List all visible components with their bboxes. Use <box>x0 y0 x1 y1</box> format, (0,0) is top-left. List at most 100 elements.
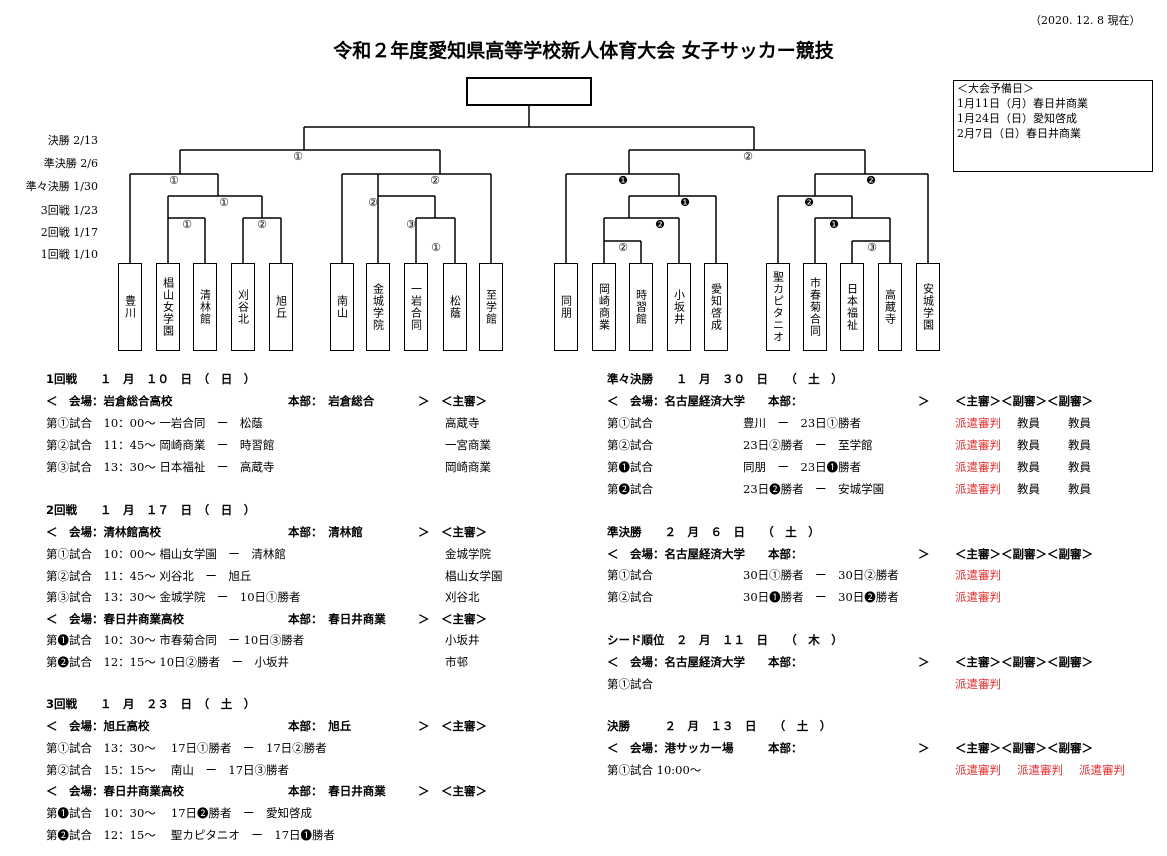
page-title: 令和２年度愛知県高等学校新人体育大会 女子サッカー競技 <box>333 40 834 62</box>
hq-label: 本部： 春日井商業 <box>288 784 386 798</box>
team-name: 刈谷北 <box>236 289 250 325</box>
match-label: 第①試合 <box>607 416 653 430</box>
match-label: 第②試合 <box>607 438 653 452</box>
team-name: 椙山女学園 <box>161 277 175 337</box>
team-box: 日本福祉 <box>840 263 864 351</box>
venue-label: ＜ 会場：名古屋経済大学 本部： <box>607 394 803 408</box>
match-mark: ② <box>368 196 378 209</box>
team-name: 旭丘 <box>274 295 288 319</box>
bracket-line <box>179 149 441 174</box>
bracket-line <box>814 173 929 263</box>
match-mark: ❷ <box>804 196 814 209</box>
quarterfinal-heading: 準々決勝 １ 月 ３０ 日 （ 土 ） <box>607 372 843 386</box>
round1-heading: 1回戦 １ 月 １０ 日 （ 日 ） <box>46 372 256 386</box>
match-mark: ❷ <box>655 218 665 231</box>
referee-main: 派遣審判 <box>955 460 1001 474</box>
team-name: 豊川 <box>123 295 137 319</box>
match-label: 第❷試合 <box>607 482 653 496</box>
venue-label: ＜ 会場：春日井商業高校 <box>46 612 184 626</box>
hq-label: 本部： 春日井商業 <box>288 612 386 626</box>
referee-assistant: 派遣審判 <box>1017 763 1063 777</box>
referee-name: 一宮商業 <box>445 438 491 452</box>
team-box: 金城学院 <box>366 263 390 351</box>
venue-label: ＜ 会場：港サッカー場 本部： <box>607 741 803 755</box>
match-line: 第②試合 11：45～ 刈谷北 ー 旭丘 <box>46 569 252 583</box>
champion-box <box>466 77 592 106</box>
referee-header: ＞ ＜主審＞ <box>418 612 487 626</box>
team-box: 愛知啓成 <box>704 263 728 351</box>
team-box: 椙山女学園 <box>156 263 180 351</box>
referee-main: 派遣審判 <box>955 482 1001 496</box>
match-line: 第❷試合 12：15～ 10日②勝者 ー 小坂井 <box>46 655 290 669</box>
referee-main: 派遣審判 <box>955 590 1001 604</box>
bracket-line <box>851 240 891 263</box>
match-pair: 同朋 ー 23日❶勝者 <box>743 460 862 474</box>
match-line: 第❶試合 10：30～ 17日❷勝者 ー 愛知啓成 <box>46 806 313 820</box>
bracket-line <box>814 217 891 263</box>
match-pair: 豊川 ー 23日①勝者 <box>743 416 862 430</box>
match-mark: ② <box>618 241 628 254</box>
match-pair: 23日②勝者 ー 至学館 <box>743 438 873 452</box>
match-label: 第①試合 <box>607 568 653 582</box>
referee-assistant: 教員 <box>1068 416 1091 430</box>
referee-header: ＜主審＞＜副審＞＜副審＞ <box>955 547 1093 561</box>
team-name: 高蔵寺 <box>883 289 897 325</box>
referee-assistant: 教員 <box>1068 438 1091 452</box>
team-box: 旭丘 <box>269 263 293 351</box>
bracket-line <box>129 173 219 263</box>
match-mark: ❶ <box>680 196 690 209</box>
round-label-round2: 2回戦 1/17 <box>40 226 98 239</box>
bracket-line <box>167 217 206 263</box>
team-name: 松蔭 <box>448 295 462 319</box>
reserve-day: 1月11日（月）春日井商業 <box>957 97 1088 110</box>
match-line: 第②試合 11：45～ 岡崎商業 ー 時習館 <box>46 438 275 452</box>
referee-assistant: 教員 <box>1017 460 1040 474</box>
team-box: 安城学園 <box>916 263 940 351</box>
match-pair: 30日①勝者 ー 30日②勝者 <box>743 568 899 582</box>
team-box: 高蔵寺 <box>878 263 902 351</box>
match-pair: 30日❶勝者 ー 30日❷勝者 <box>743 590 899 604</box>
venue-close: ＞ <box>918 655 930 669</box>
bracket-line <box>167 195 263 218</box>
referee-name: 刈谷北 <box>445 590 480 604</box>
match-pair: 23日❷勝者 ー 安城学園 <box>743 482 885 496</box>
reserve-day: 2月7日（日）春日井商業 <box>957 127 1081 140</box>
referee-header: ＞ ＜主審＞ <box>418 525 487 539</box>
referee-assistant: 教員 <box>1068 460 1091 474</box>
match-line: 第③試合 13：30～ 日本福祉 ー 高蔵寺 <box>46 460 275 474</box>
referee-name: 椙山女学園 <box>445 569 503 583</box>
match-line: 第①試合 10：00～ 一岩合同 ー 松蔭 <box>46 416 263 430</box>
match-line: 第①試合 13：30～ 17日①勝者 ー 17日②勝者 <box>46 741 327 755</box>
tournament-bracket <box>129 106 929 263</box>
round2-heading: 2回戦 １ 月 １７ 日 （ 日 ） <box>46 503 256 517</box>
referee-assistant: 教員 <box>1017 416 1040 430</box>
match-label: 第①試合 10:00～ <box>607 763 702 777</box>
team-name: 小坂井 <box>672 289 686 325</box>
bracket-line <box>603 240 642 263</box>
venue-close: ＞ <box>918 394 930 408</box>
match-mark: ❶ <box>618 174 628 187</box>
bracket-line <box>377 195 436 263</box>
match-mark: ② <box>257 218 267 231</box>
venue-close: ＞ <box>918 547 930 561</box>
hq-label: 本部： 岩倉総合 <box>288 394 375 408</box>
match-line: 第❶試合 10：30～ 市春菊合同 ー 10日③勝者 <box>46 633 305 647</box>
referee-name: 小坂井 <box>445 633 480 647</box>
match-mark: ③ <box>867 241 877 254</box>
bracket-line <box>341 173 492 263</box>
bracket-line <box>777 195 853 263</box>
referee-assistant: 派遣審判 <box>1079 763 1125 777</box>
team-box: 松蔭 <box>443 263 467 351</box>
hq-label: 本部： 旭丘 <box>288 719 352 733</box>
round-label-round1: 1回戦 1/10 <box>40 248 98 261</box>
referee-name: 金城学院 <box>445 547 491 561</box>
team-box: 市春菊合同 <box>803 263 827 351</box>
referee-main: 派遣審判 <box>955 568 1001 582</box>
venue-close: ＞ <box>918 741 930 755</box>
referee-header: ＞ ＜主審＞ <box>418 719 487 733</box>
bracket-line <box>303 106 755 150</box>
team-box: 同朋 <box>554 263 578 351</box>
match-label: 第①試合 <box>607 677 653 691</box>
team-name: 金城学院 <box>371 283 385 331</box>
team-name: 一岩合同 <box>409 283 423 331</box>
